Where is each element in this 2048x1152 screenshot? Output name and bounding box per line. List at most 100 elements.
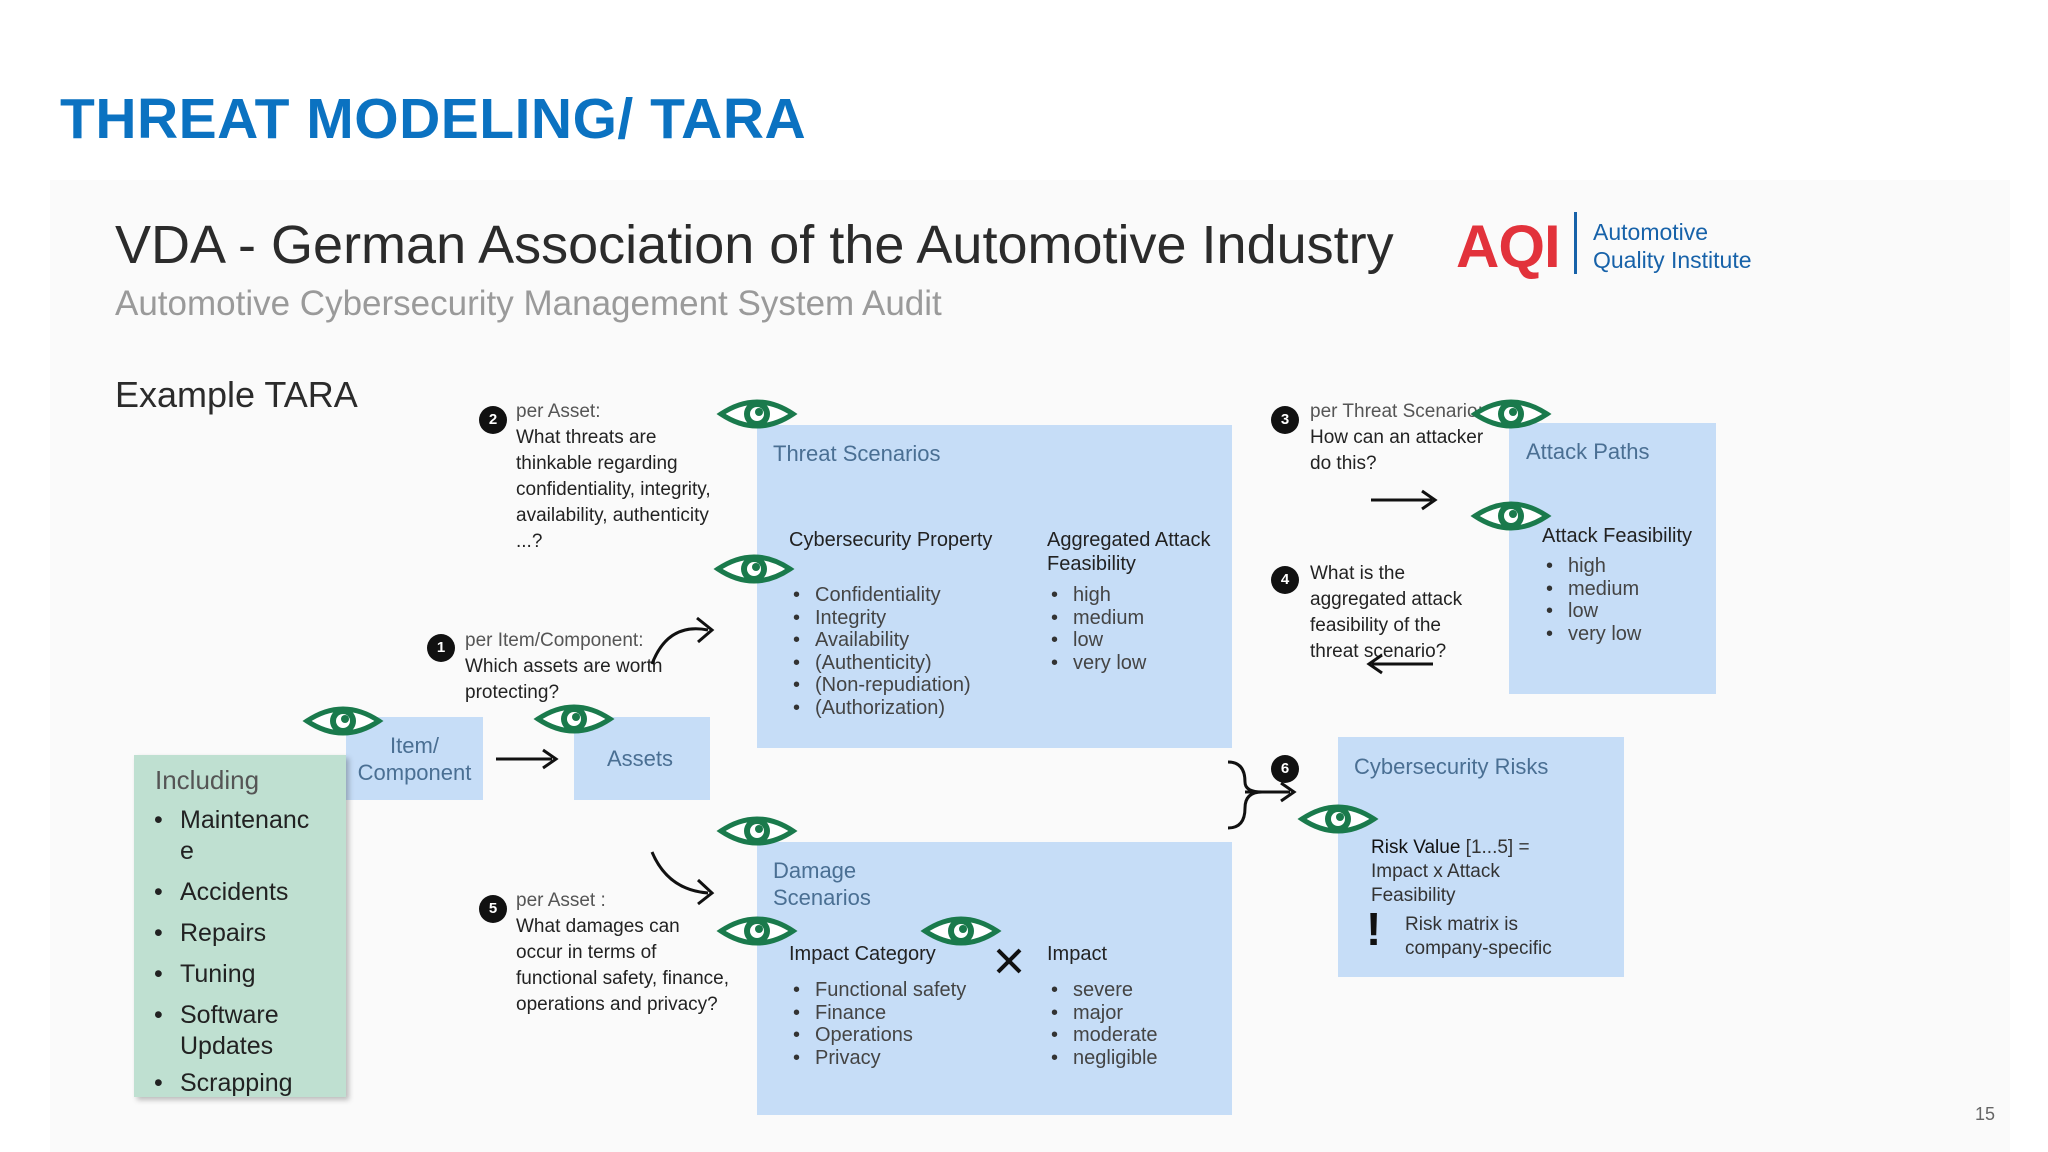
slide-title: THREAT MODELING/ TARA (60, 87, 807, 151)
step-3-badge: 3 (1271, 406, 1299, 434)
attack-feasibility-head: Attack Feasibility (1542, 525, 1693, 547)
list-item: severe (1047, 979, 1158, 1002)
step-6-badge: 6 (1271, 755, 1299, 783)
eye-icon (1475, 503, 1547, 529)
aggregated-feasibility-head: Aggregated Attack Feasibility (1047, 528, 1210, 576)
step-1-badge: 1 (427, 634, 455, 662)
arrow-step1-up (650, 616, 715, 665)
list-item: major (1047, 1002, 1158, 1025)
including-title: Including (155, 765, 260, 795)
cybersecurity-property-head: Cybersecurity Property (789, 529, 993, 551)
risk-matrix-note-line2: company-specific (1405, 938, 1552, 959)
step-2-lead: per Asset: (516, 401, 601, 422)
risk-value-line1: Risk Value [1...5] = (1371, 836, 1530, 860)
attack-paths-title: Attack Paths (1526, 439, 1650, 464)
eye-icon (1302, 806, 1374, 832)
step-5-lead: per Asset : (516, 890, 606, 911)
damage-scenarios-title-line1: Damage (773, 858, 857, 883)
list-item: Scrapping (150, 1068, 350, 1099)
list-item: Finance (789, 1002, 966, 1025)
item-component-label: Item/ Component (346, 732, 483, 786)
eye-icon (538, 706, 610, 732)
risk-value-line3: Feasibility (1371, 885, 1456, 906)
arrow-step4-left (1366, 653, 1433, 675)
item-component-label-line2: Component (357, 760, 472, 785)
aqi-logo-name: Automotive Quality Institute (1593, 218, 1752, 274)
cybersecurity-risks-box: Cybersecurity Risks Risk Value [1...5] =… (1338, 737, 1624, 977)
step-3-text: How can an attacker do this? (1310, 427, 1484, 474)
list-item: Confidentiality (789, 584, 971, 607)
damage-scenarios-title-line2: Scenarios (773, 885, 871, 910)
damage-scenarios-box: Damage Scenarios Impact Category Functio… (757, 842, 1232, 1115)
list-item: moderate (1047, 1024, 1158, 1047)
list-item: (Non-repudiation) (789, 674, 971, 697)
damage-scenarios-title: Damage Scenarios (773, 857, 871, 911)
threat-scenarios-box: Threat Scenarios Cybersecurity Property … (757, 425, 1232, 748)
step-2-badge: 2 (479, 406, 507, 434)
step-3-lead: per Threat Scenario: (1310, 401, 1483, 422)
list-item: Maintenance (150, 805, 320, 867)
cybersecurity-risks-title: Cybersecurity Risks (1354, 754, 1549, 779)
aggregated-feasibility-head-line1: Aggregated Attack (1047, 529, 1211, 551)
example-tara-label: Example TARA (115, 374, 358, 415)
vda-subtitle: Automotive Cybersecurity Management Syst… (115, 284, 942, 323)
step-1-lead: per Item/Component: (465, 630, 644, 651)
attack-feasibility-list: high medium low very low (1542, 555, 1641, 645)
list-item: negligible (1047, 1047, 1158, 1070)
including-box: Including Maintenance Accidents Repairs … (134, 755, 346, 1099)
step-3-note: per Threat Scenario: How can an attacker… (1310, 399, 1495, 477)
risk-value-line2: Impact x Attack (1371, 861, 1500, 882)
arrow-step5-down (650, 851, 715, 906)
list-item: (Authenticity) (789, 652, 971, 675)
list-item: Availability (789, 629, 971, 652)
item-component-box: Item/ Component (346, 717, 483, 800)
step-4-note: What is the aggregated attack feasibilit… (1310, 563, 1463, 662)
step-1-text: Which assets are worth protecting? (465, 656, 663, 703)
including-list: Maintenance Accidents Repairs Tuning Sof… (150, 805, 350, 1109)
aqi-logo-divider (1574, 212, 1577, 274)
list-item: high (1542, 555, 1641, 578)
aqi-logo-name-line1: Automotive (1593, 219, 1709, 245)
exclamation-icon: ! (1366, 903, 1382, 955)
list-item: low (1542, 600, 1641, 623)
list-item: very low (1542, 623, 1641, 646)
list-item: Functional safety (789, 979, 966, 1002)
eye-icon (718, 556, 790, 582)
eye-icon (307, 708, 379, 734)
step-5-badge: 5 (479, 895, 507, 923)
step-5-note: per Asset : What damages can occur in te… (516, 888, 731, 1018)
impact-category-head: Impact Category (789, 943, 936, 965)
step-2-text: What threats are thinkable regarding con… (516, 427, 711, 552)
attack-paths-box: Attack Paths Attack Feasibility high med… (1509, 423, 1716, 694)
risk-value-bold: Risk Value (1371, 837, 1461, 858)
risk-value-rest: [1...5] = (1460, 837, 1530, 858)
impact-list: severe major moderate negligible (1047, 979, 1158, 1069)
step-4-badge: 4 (1271, 566, 1299, 594)
cross-icon (996, 948, 1022, 974)
list-item: Integrity (789, 607, 971, 630)
impact-category-list: Functional safety Finance Operations Pri… (789, 979, 966, 1069)
eye-icon (1475, 401, 1547, 427)
list-item: Repairs (150, 918, 350, 949)
list-item: Privacy (789, 1047, 966, 1070)
step-5-text: What damages can occur in terms of funct… (516, 916, 729, 1015)
cybersecurity-property-list: Confidentiality Integrity Availability (… (789, 584, 971, 719)
list-item: high (1047, 584, 1146, 607)
eye-icon (925, 918, 997, 944)
list-item: Tuning (150, 959, 350, 990)
arrow-item-to-assets (496, 748, 559, 770)
list-item: Accidents (150, 877, 350, 908)
risk-value-formula: Risk Value [1...5] = Impact x Attack Fea… (1371, 836, 1530, 908)
list-item: medium (1047, 607, 1146, 630)
list-item: low (1047, 629, 1146, 652)
assets-label: Assets (607, 746, 674, 771)
step-2-note: per Asset: What threats are thinkable re… (516, 399, 731, 555)
eye-icon (721, 818, 793, 844)
vda-title: VDA - German Association of the Automoti… (115, 215, 1394, 275)
assets-box: Assets (574, 717, 710, 800)
list-item: Software Updates (150, 1000, 300, 1062)
aggregated-feasibility-list: high medium low very low (1047, 584, 1146, 674)
aggregated-feasibility-head-line2: Feasibility (1047, 553, 1136, 575)
aqi-logo-mark: AQI (1456, 213, 1561, 280)
